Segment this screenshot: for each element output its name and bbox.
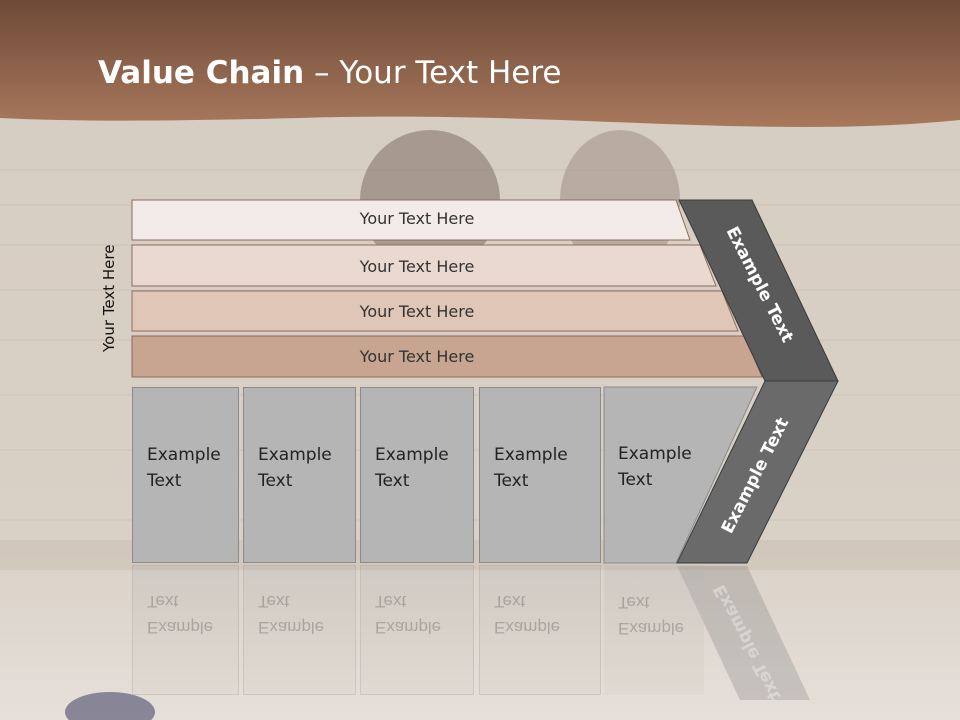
box-4-line2: Text	[494, 471, 529, 491]
box-5-reflection-line1: Example	[618, 619, 685, 638]
box-4-reflection: Example Text	[479, 565, 601, 695]
box-2-line2: Text	[258, 471, 293, 491]
bar-2-label: Your Text Here	[359, 257, 475, 276]
box-3-reflection: Example Text	[360, 565, 474, 695]
box-2-line1: Example	[258, 445, 332, 465]
box-5-shape	[603, 386, 758, 564]
header-band	[0, 0, 960, 128]
box-5-line2: Text	[618, 470, 653, 490]
bar-1-shape	[131, 199, 691, 241]
box-2: Example Text	[243, 387, 356, 563]
box-2-reflection-line1: Example	[258, 618, 325, 637]
box-1-reflection-line2: Text	[147, 592, 179, 611]
box-1: Example Text	[132, 387, 239, 563]
bar-1-label: Your Text Here	[359, 209, 475, 228]
box-1-reflection-line1: Example	[147, 618, 214, 637]
bar-4-shape	[131, 335, 763, 378]
title-rest: – Your Text Here	[304, 55, 562, 91]
box-3-line2: Text	[375, 471, 410, 491]
box-3-reflection-line1: Example	[375, 618, 442, 637]
bar-4-label: Your Text Here	[359, 347, 475, 366]
box-5-reflection-line2: Text	[618, 593, 650, 612]
bar-3-label: Your Text Here	[359, 302, 475, 321]
title-bold: Value Chain	[98, 55, 305, 91]
box-3-line1: Example	[375, 445, 449, 465]
chevron-reflection	[677, 566, 810, 700]
box-4-line1: Example	[494, 445, 568, 465]
box-4-reflection-line1: Example	[494, 618, 561, 637]
box-5-reflection: Example Text	[604, 565, 704, 695]
chevron-lower-shape	[676, 380, 839, 564]
box-4: Example Text	[479, 387, 601, 563]
box-1-line1: Example	[147, 445, 221, 465]
box-5-line1: Example	[618, 444, 692, 464]
box-2-reflection: Example Text	[243, 565, 356, 695]
bar-3-shape	[131, 290, 739, 332]
box-1-reflection: Example Text	[132, 565, 239, 695]
box-2-reflection-line2: Text	[258, 592, 290, 611]
box-1-line2: Text	[147, 471, 182, 491]
box-3: Example Text	[360, 387, 474, 563]
box-5: Example Text	[604, 387, 694, 563]
bar-2-shape	[131, 244, 717, 287]
box-3-reflection-line2: Text	[375, 592, 407, 611]
slide-title: Value Chain – Your Text Here	[98, 55, 561, 91]
box-4-reflection-line2: Text	[494, 592, 526, 611]
